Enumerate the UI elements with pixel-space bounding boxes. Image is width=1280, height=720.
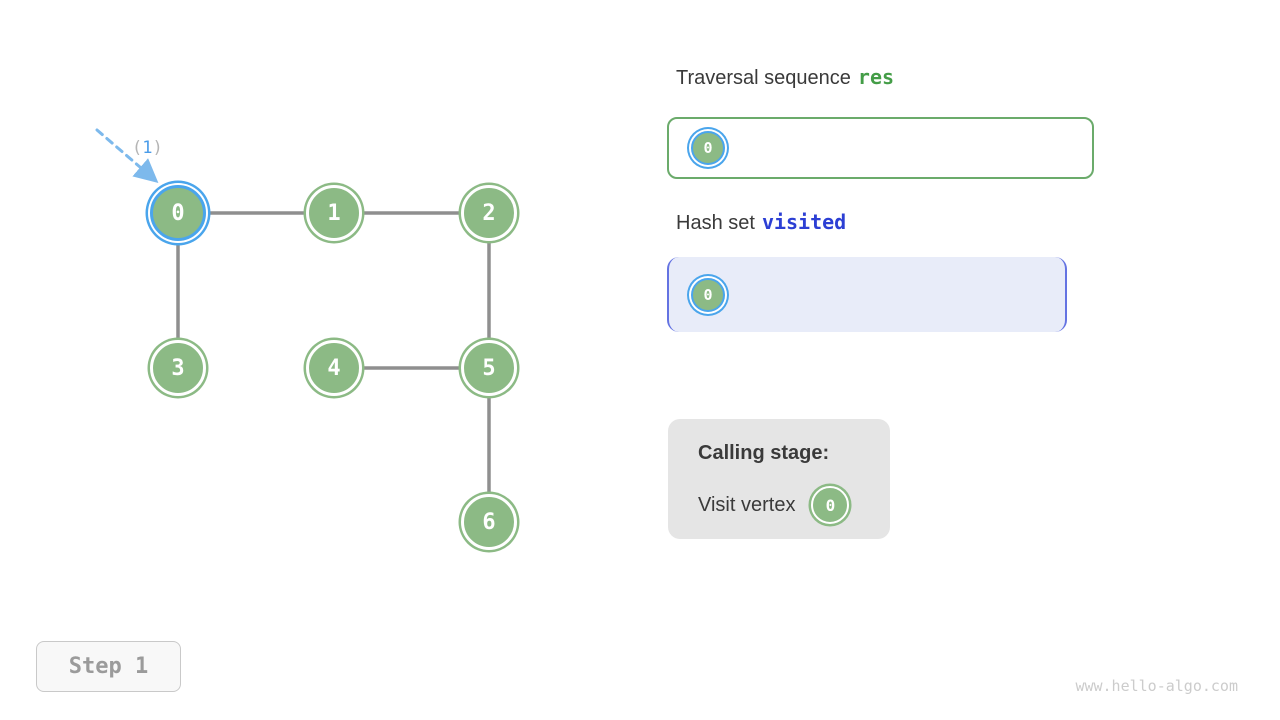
- graph-node-0: 0: [150, 185, 206, 241]
- visit-vertex-text: Visit vertex: [698, 493, 796, 516]
- hash-set-title: Hash set visited: [676, 209, 846, 236]
- graph-node-0: 0: [811, 486, 850, 524]
- res-code-label: res: [857, 65, 895, 89]
- graph-node-0: 0: [691, 277, 725, 312]
- traversal-title-text: Traversal sequence: [676, 67, 851, 89]
- annotation-paren-open: (: [132, 138, 143, 158]
- calling-stage-row: Visit vertex 0: [698, 486, 890, 524]
- graph-node-1: 1: [306, 185, 362, 241]
- hash-set-box: 0: [667, 257, 1067, 332]
- visit-vertex-node-slot: 0: [811, 486, 850, 524]
- graph-node-3: 3: [150, 340, 206, 396]
- annotation-paren-close: ): [152, 138, 163, 158]
- traversal-sequence-title: Traversal sequence res: [676, 64, 894, 91]
- calling-stage-panel: Calling stage: Visit vertex 0: [668, 419, 890, 539]
- hash-set-title-text: Hash set: [676, 212, 755, 234]
- visited-code-label: visited: [761, 210, 847, 234]
- call-arrow-icon: [95, 128, 159, 183]
- graph-node-0: 0: [691, 131, 725, 165]
- watermark: www.hello-algo.com: [1075, 677, 1238, 695]
- step-badge: Step 1: [36, 641, 181, 692]
- call-order-annotation: (1): [132, 138, 163, 158]
- annotation-number: 1: [142, 138, 153, 158]
- traversal-sequence-box: 0: [667, 117, 1094, 179]
- graph-node-4: 4: [306, 340, 362, 396]
- graph-node-2: 2: [461, 185, 517, 241]
- graph-node-6: 6: [461, 494, 517, 550]
- calling-stage-title: Calling stage:: [698, 442, 830, 464]
- graph-node-5: 5: [461, 340, 517, 396]
